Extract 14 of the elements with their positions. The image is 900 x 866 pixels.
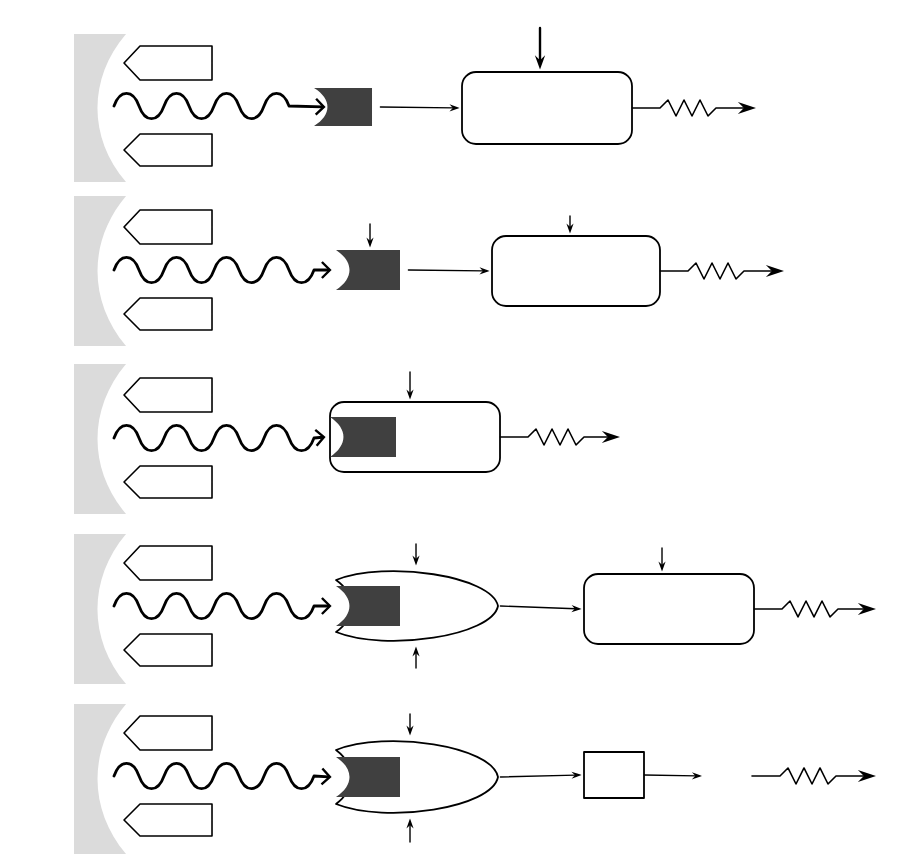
wavy-arrow [112, 591, 332, 621]
rounded-box [583, 573, 755, 645]
notched-block [330, 417, 396, 457]
wavy-arrow [112, 255, 332, 285]
notched-block [314, 88, 372, 126]
wavy-arrow [112, 91, 326, 121]
notched-block [336, 250, 400, 290]
square-box [583, 751, 645, 799]
rounded-box [461, 71, 633, 145]
wavy-arrow [112, 423, 326, 453]
rounded-box [491, 235, 661, 307]
notched-block [336, 757, 400, 797]
notched-block [336, 586, 400, 626]
wavy-arrow [112, 761, 332, 791]
